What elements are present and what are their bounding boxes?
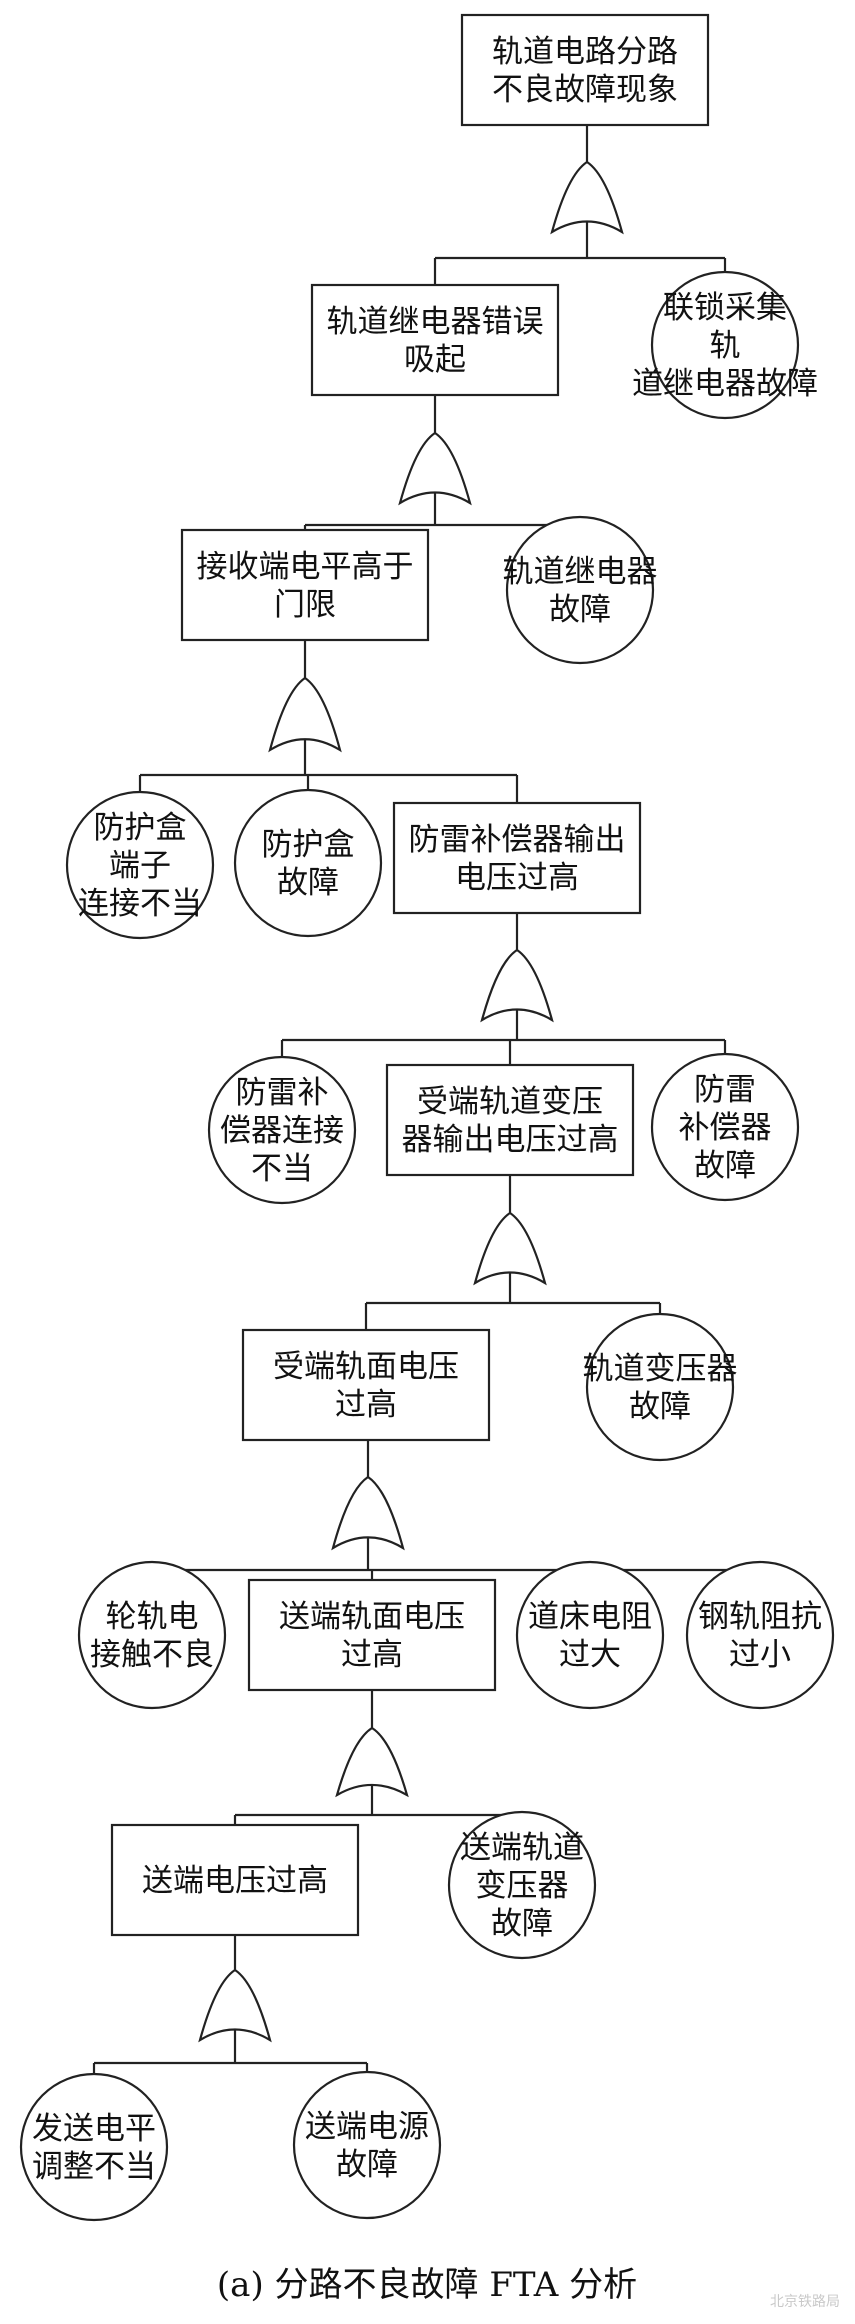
basic-event-circle [233,788,383,938]
or-gate-icon [335,1726,409,1798]
event-label-box-fault: 防护盒故障 [262,827,355,901]
basic-event-circle [65,790,215,940]
basic-event-circle [19,2072,169,2222]
basic-event-circle [447,1810,597,1960]
event-label-top: 轨道电路分路不良故障现象 [492,34,678,108]
event-label-send-level: 发送电平调整不当 [32,2111,156,2185]
event-label-interlock-fault: 联锁采集轨道继电器故障 [632,290,818,402]
event-label-recv-rail-high: 受端轨面电压过高 [273,1349,459,1423]
intermediate-event-box [241,1328,491,1442]
event-label-ballast-res: 道床电阻过大 [528,1599,652,1673]
or-gates [198,160,624,2043]
or-gate-icon [268,676,342,753]
event-label-send-rail-high: 送端轨面电压过高 [279,1599,465,1673]
event-label-recv-level-high: 接收端电平高于门限 [197,549,414,623]
basic-event-circle [515,1560,665,1710]
event-label-send-xfmr-fault: 送端轨道变压器故障 [460,1830,584,1942]
basic-event-circle [207,1055,357,1205]
or-gate-icon [398,431,472,506]
intermediate-event-box [385,1063,635,1177]
intermediate-event-box [310,283,560,397]
event-label-recv-xfmr-out-high: 受端轨道变压器输出电压过高 [402,1084,619,1158]
or-gate-icon [550,160,624,235]
event-label-comp-fault: 防雷补偿器故障 [679,1072,772,1184]
basic-event-circle [77,1560,227,1710]
event-label-comp-out-high: 防雷补偿器输出电压过高 [409,822,626,896]
or-gate-icon [198,1968,272,2043]
event-label-relay-pickup: 轨道继电器错误吸起 [327,304,544,378]
intermediate-event-box [460,13,710,127]
or-gate-icon [331,1475,405,1551]
basic-event-circle [650,1052,800,1202]
event-label-track-xfmr-fault: 轨道变压器故障 [583,1351,738,1425]
event-label-wheel-contact: 轮轨电接触不良 [90,1599,214,1673]
or-gate-icon [480,948,554,1023]
intermediate-event-box [247,1578,497,1692]
event-label-send-volt-high: 送端电压过高 [142,1863,328,1899]
event-label-relay-fault: 轨道继电器故障 [503,554,658,628]
intermediate-event-box [392,801,642,915]
intermediate-event-box [180,528,430,642]
basic-event-circle [292,2070,442,2220]
or-gate-icon [473,1211,547,1286]
basic-event-circle [685,1560,835,1710]
figure-caption: (a) 分路不良故障 FTA 分析 [217,2265,637,2305]
event-label-send-power: 送端电源故障 [305,2109,429,2183]
event-label-comp-conn: 防雷补偿器连接不当 [220,1075,344,1187]
event-label-box-conn: 防护盒端子连接不当 [78,810,202,922]
intermediate-event-box [110,1823,360,1937]
basic-event-circle [505,515,655,665]
basic-event-circle [585,1312,735,1462]
watermark-text: 北京铁路局 [770,2294,840,2310]
basic-event-circle [650,270,800,420]
event-label-rail-imp: 钢轨阻抗过小 [698,1599,822,1673]
